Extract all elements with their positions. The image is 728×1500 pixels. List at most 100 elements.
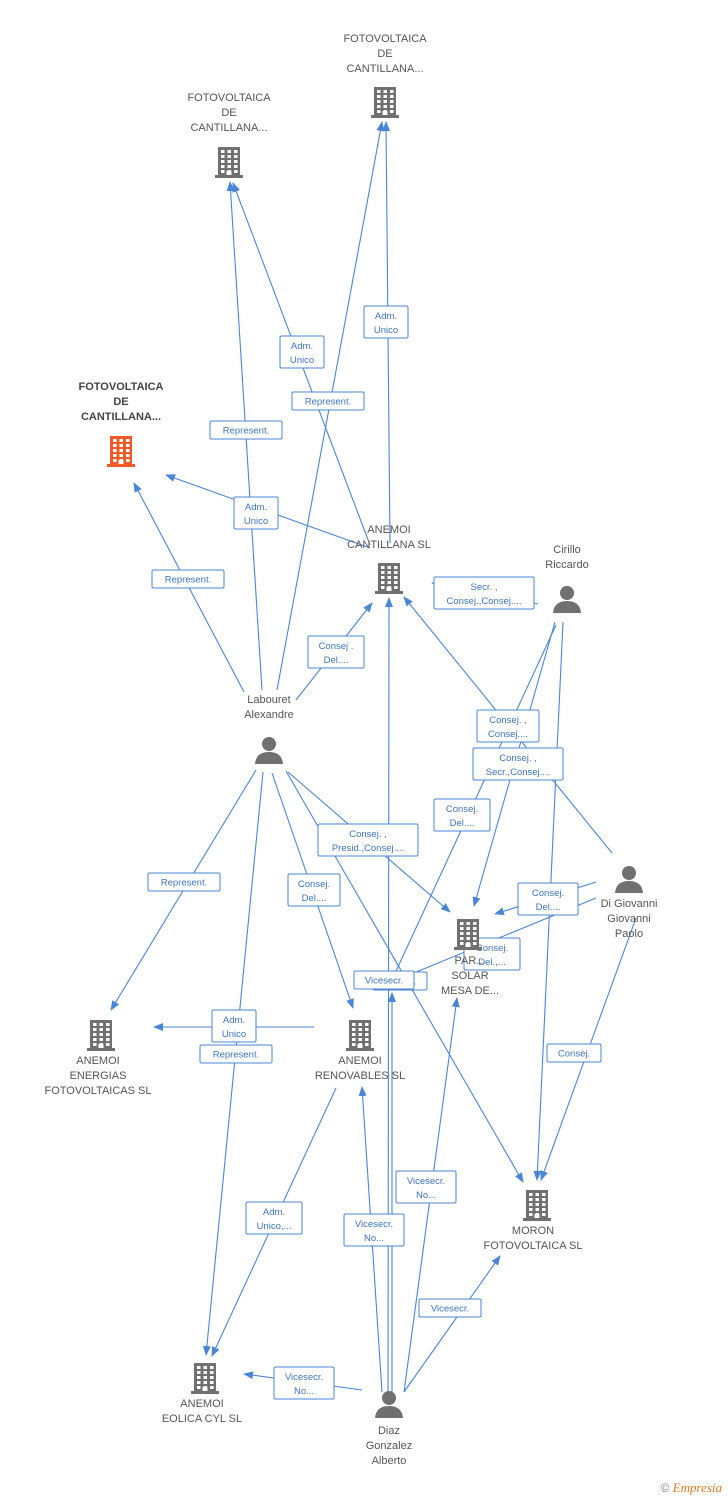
- edge-label[interactable]: Represent.: [151, 569, 225, 589]
- edge-label-box[interactable]: [151, 569, 225, 589]
- edge-label[interactable]: Consej.Del....: [287, 873, 341, 907]
- edge-label[interactable]: Adm.Unico: [279, 335, 325, 369]
- edge-label[interactable]: Represent.: [199, 1044, 273, 1064]
- node-label: FOTOVOLTAICA: [187, 92, 271, 104]
- edge-label-text: Consej.: [558, 1049, 590, 1060]
- building-icon: [523, 1190, 551, 1221]
- edge-label-box[interactable]: [147, 872, 221, 892]
- edge-label[interactable]: Vicesecr.: [353, 970, 415, 990]
- edge-label-box[interactable]: [273, 1366, 335, 1400]
- edge-label[interactable]: Consej. ,Consej....: [476, 709, 540, 743]
- edge-label[interactable]: Vicesecr.No...: [395, 1170, 457, 1204]
- node-label: FOTOVOLTAICA SL: [483, 1240, 582, 1252]
- edge-label[interactable]: Consej.Del....: [433, 798, 491, 832]
- building-icon: [371, 87, 399, 118]
- person-icon: [615, 866, 643, 893]
- edge-label-text: Represent.: [161, 878, 207, 889]
- node-label: FOTOVOLTAICAS SL: [45, 1085, 152, 1097]
- edge-label-box[interactable]: [317, 823, 419, 857]
- edge-label-box[interactable]: [433, 576, 535, 610]
- edge-label-box[interactable]: [517, 882, 579, 916]
- edge-label[interactable]: Adm.Unico: [363, 305, 409, 339]
- building-icon: [454, 919, 482, 950]
- edge-label-text: Unico: [374, 325, 398, 336]
- edge-label-box[interactable]: [291, 391, 365, 411]
- edge-label-text: No...: [294, 1386, 314, 1397]
- node-label: Cirillo: [553, 544, 581, 556]
- node-label: Giovanni: [607, 913, 650, 925]
- edge-label-box[interactable]: [307, 635, 365, 669]
- node-acs[interactable]: ANEMOI CANTILLANA SL: [347, 524, 431, 594]
- edge-label-box[interactable]: [353, 970, 415, 990]
- edge-label-box[interactable]: [245, 1201, 303, 1235]
- edge-label-box[interactable]: [233, 496, 279, 530]
- node-label: Di Giovanni: [601, 898, 658, 910]
- edge-label-box[interactable]: [472, 747, 564, 781]
- edge-label-text: Adm.: [291, 341, 313, 352]
- edge-label-box[interactable]: [211, 1009, 257, 1043]
- edge-label-text: Represent.: [165, 575, 211, 586]
- building-icon: [107, 436, 135, 467]
- edge-label-box[interactable]: [418, 1298, 482, 1318]
- node-label: ANEMOI: [338, 1055, 381, 1067]
- edge-label[interactable]: Vicesecr.: [418, 1298, 482, 1318]
- node-label: ANEMOI: [367, 524, 410, 536]
- node-label: MORON: [512, 1225, 554, 1237]
- edge-label-box[interactable]: [279, 335, 325, 369]
- edge-label[interactable]: Consej. ,Presid.,Consej....: [317, 823, 419, 857]
- edge-label[interactable]: Adm.Unico: [233, 496, 279, 530]
- edge-label-box[interactable]: [209, 420, 283, 440]
- edge-label[interactable]: Consej.Del....: [517, 882, 579, 916]
- edge-label[interactable]: Vicesecr.No...: [343, 1213, 405, 1247]
- edge-label[interactable]: Adm.Unico: [211, 1009, 257, 1043]
- node-label: MESA DE...: [441, 985, 499, 997]
- node-label: Gonzalez: [366, 1440, 412, 1452]
- node-label: ANEMOI: [180, 1398, 223, 1410]
- edge-label-text: Represent.: [213, 1050, 259, 1061]
- person-icon: [255, 737, 283, 764]
- edge-label-box[interactable]: [363, 305, 409, 339]
- edge-label[interactable]: Represent.: [291, 391, 365, 411]
- edge-label-box[interactable]: [199, 1044, 273, 1064]
- edge-label-box[interactable]: [546, 1043, 602, 1063]
- nodes-layer: FOTOVOLTAICADECANTILLANA...FOTOVOLTAICAD…: [45, 33, 658, 1467]
- brand-logo[interactable]: Empresia: [672, 1480, 722, 1495]
- node-label: ANEMOI: [76, 1055, 119, 1067]
- node-mf[interactable]: MORON FOTOVOLTAICA SL: [483, 1190, 583, 1252]
- edge-label-box[interactable]: [395, 1170, 457, 1204]
- edge-label-text: No...: [416, 1190, 436, 1201]
- node-label: CANTILLANA...: [81, 411, 161, 423]
- node-label: CANTILLANA SL: [347, 539, 431, 551]
- node-fc2[interactable]: FOTOVOLTAICA DE CANTILLANA...: [187, 92, 271, 178]
- edge-label[interactable]: Consej .Del....: [307, 635, 365, 669]
- person-icon: [553, 586, 581, 613]
- edge-label-text: Vicesecr.: [365, 976, 403, 987]
- building-icon: [375, 563, 403, 594]
- edge-label[interactable]: Represent.: [209, 420, 283, 440]
- edge-label[interactable]: Consej.: [546, 1043, 602, 1063]
- node-fc3[interactable]: FOTOVOLTAICADECANTILLANA...: [343, 33, 427, 118]
- node-fc1[interactable]: FOTOVOLTAICADECANTILLANA...: [79, 381, 164, 467]
- edge-label[interactable]: Vicesecr.No...: [273, 1366, 335, 1400]
- node-label: DE: [221, 107, 236, 119]
- edge-dz-acs: [384, 597, 393, 1393]
- node-label: CANTILLANA...: [190, 122, 267, 134]
- edge-label[interactable]: Represent.: [147, 872, 221, 892]
- edge-label[interactable]: Adm.Unico,...: [245, 1201, 303, 1235]
- edge-label-box[interactable]: [433, 798, 491, 832]
- edge-label-box[interactable]: [476, 709, 540, 743]
- edge-label[interactable]: Consej. ,Secr.,Consej....: [472, 747, 564, 781]
- edge-label-box[interactable]: [287, 873, 341, 907]
- edge-label-box[interactable]: [343, 1213, 405, 1247]
- edge-label[interactable]: Secr. ,Consej.,Consej....: [433, 576, 535, 610]
- edge-labels-layer: Represent.Adm.UnicoRepresent.Adm.UnicoAd…: [147, 305, 602, 1400]
- edge-label-text: Adm.: [245, 502, 267, 513]
